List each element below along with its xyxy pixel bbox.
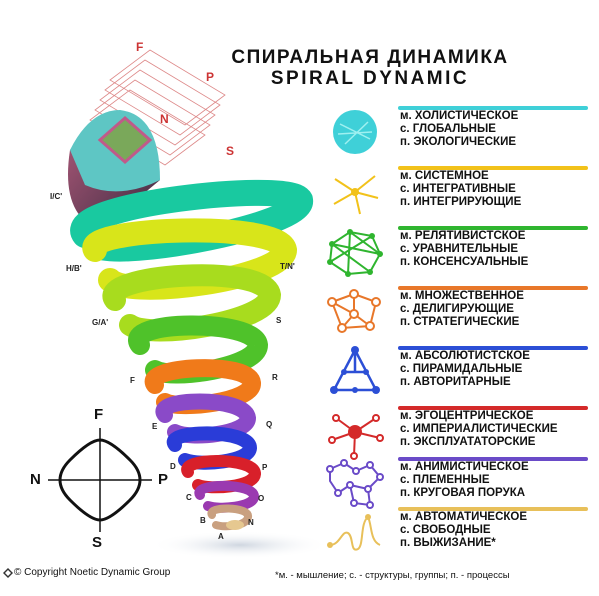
level-thinking: м. ЭГОЦЕНТРИЧЕСКОЕ <box>400 410 534 422</box>
helix-label-ga: G/A' <box>92 318 109 327</box>
noetic-logo-icon <box>3 568 13 578</box>
helix-label-q: Q <box>266 420 273 429</box>
yellow-star-network-icon <box>333 175 379 215</box>
level-process: п. КРУГОВАЯ ПОРУКА <box>400 487 526 499</box>
spiral-helix-illustration <box>68 49 330 559</box>
level-color-line <box>398 106 588 110</box>
level-color-line <box>398 166 588 170</box>
helix-teal-green <box>70 179 313 262</box>
level-row-red: м. ЭГОЦЕНТРИЧЕСКОЕ с. ИМПЕРИАЛИСТИЧЕСКИЕ… <box>320 404 590 464</box>
top-letter-s: S <box>226 144 235 158</box>
level-process: п. ЭКСПЛУАТАТОРСКИЕ <box>400 436 536 448</box>
level-structure: с. ГЛОБАЛЬНЫЕ <box>400 123 496 135</box>
top-diamond-icon <box>97 116 153 164</box>
helix-label-r: R <box>272 373 278 382</box>
level-row-blue: м. АБСОЛЮТИСТСКОЕ с. ПИРАМИДАЛЬНЫЕ п. АВ… <box>320 344 590 404</box>
level-thinking: м. РЕЛЯТИВИСТСКОЕ <box>400 230 526 242</box>
level-process: п. КОНСЕНСУАЛЬНЫЕ <box>400 256 529 268</box>
orange-network-icon <box>327 289 381 333</box>
red-hub-icon <box>328 414 384 460</box>
helix-label-n: N <box>248 518 254 527</box>
level-color-line <box>398 507 588 511</box>
helix-label-o: O <box>258 494 265 503</box>
wireframe-planes <box>89 49 226 166</box>
compass-diamond-icon <box>48 428 152 532</box>
level-thinking: м. СИСТЕМНОЕ <box>400 170 489 182</box>
level-color-line <box>398 346 588 350</box>
level-row-orange: м. МНОЖЕСТВЕННОЕ с. ДЕЛИГИРУЮЩИЕ п. СТРА… <box>320 284 590 344</box>
blue-pyramid-icon <box>330 346 380 394</box>
level-thinking: м. АНИМИСТИЧЕСКОЕ <box>400 461 529 473</box>
level-color-line <box>398 406 588 410</box>
helix-label-tn: T/N' <box>280 262 295 271</box>
level-structure: с. ИМПЕРИАЛИСТИЧЕСКИЕ <box>400 423 558 435</box>
helix-label-c: C <box>186 493 192 502</box>
helix-label-ic: I/C' <box>50 192 63 201</box>
level-structure: с. ПЛЕМЕННЫЕ <box>400 474 490 486</box>
compass-label-bottom: S <box>92 534 103 551</box>
footnote-text: *м. - мышление; с. - структуры, группы; … <box>275 570 510 581</box>
helix-violet <box>194 480 259 513</box>
level-row-green: м. РЕЛЯТИВИСТСКОЕ с. УРАВНИТЕЛЬНЫЕ п. КО… <box>320 224 590 284</box>
level-process: п. СТРАТЕГИЧЕСКИЕ <box>400 316 520 328</box>
level-row-yellow: м. СИСТЕМНОЕ с. ИНТЕГРАТИВНЫЕ п. ИНТЕГРИ… <box>320 164 590 224</box>
level-process: п. АВТОРИТАРНЫЕ <box>400 376 511 388</box>
level-row-purple: м. АНИМИСТИЧЕСКОЕ с. ПЛЕМЕННЫЕ п. КРУГОВ… <box>320 455 590 515</box>
level-structure: с. ИНТЕГРАТИВНЫЕ <box>400 183 516 195</box>
top-letter-p: P <box>206 70 215 84</box>
compass-label-left: N <box>30 471 41 488</box>
helix-label-d: D <box>170 462 176 471</box>
turquoise-blob-icon <box>333 110 377 154</box>
level-color-line <box>398 457 588 461</box>
helix-label-f: F <box>130 376 135 385</box>
copyright-text: © Copyright Noetic Dynamic Group <box>14 567 171 578</box>
title-russian: СПИРАЛЬНАЯ ДИНАМИКА <box>231 47 509 68</box>
level-structure: с. ДЕЛИГИРУЮЩИЕ <box>400 303 514 315</box>
level-thinking: м. АБСОЛЮТИСТСКОЕ <box>400 350 530 362</box>
level-thinking: м. АВТОМАТИЧЕСКОЕ <box>400 511 528 523</box>
level-color-line <box>398 226 588 230</box>
helix-label-s: S <box>276 316 282 325</box>
level-color-line <box>398 286 588 290</box>
green-mesh-icon <box>327 229 383 277</box>
level-process: п. ИНТЕГРИРУЮЩИЕ <box>400 196 522 208</box>
compass-label-right: P <box>158 471 169 488</box>
level-structure: с. СВОБОДНЫЕ <box>400 524 491 536</box>
top-letter-f: F <box>136 40 144 54</box>
helix-label-e: E <box>152 422 158 431</box>
helix-label-b: B <box>200 516 206 525</box>
level-row-beige: м. АВТОМАТИЧЕСКОЕ с. СВОБОДНЫЕ п. ВЫЖИЗА… <box>320 505 590 565</box>
level-structure: с. УРАВНИТЕЛЬНЫЕ <box>400 243 519 255</box>
floor-shadow <box>150 531 330 559</box>
level-thinking: м. МНОЖЕСТВЕННОЕ <box>400 290 524 302</box>
beige-scribble-icon <box>327 514 381 551</box>
level-process: п. ЭКОЛОГИЧЕСКИЕ <box>400 136 517 148</box>
helix-label-p: P <box>262 463 268 472</box>
helix-label-a: A <box>218 532 224 541</box>
helix-tip <box>226 520 244 530</box>
compass-diagram: F N P S <box>30 406 170 551</box>
level-structure: с. ПИРАМИДАЛЬНЫЕ <box>400 363 523 375</box>
level-process: п. ВЫЖИЗАНИЕ* <box>400 537 496 549</box>
title-english: SPIRAL DYNAMIC <box>270 68 470 89</box>
compass-label-top: F <box>94 406 104 423</box>
level-row-turquoise: м. ХОЛИСТИЧЕСКОЕ с. ГЛОБАЛЬНЫЕ п. ЭКОЛОГ… <box>320 104 590 164</box>
top-letter-n: N <box>160 112 169 126</box>
helix-label-hb: H/B' <box>66 264 82 273</box>
level-thinking: м. ХОЛИСТИЧЕСКОЕ <box>400 110 519 122</box>
purple-cluster-icon <box>326 459 384 509</box>
